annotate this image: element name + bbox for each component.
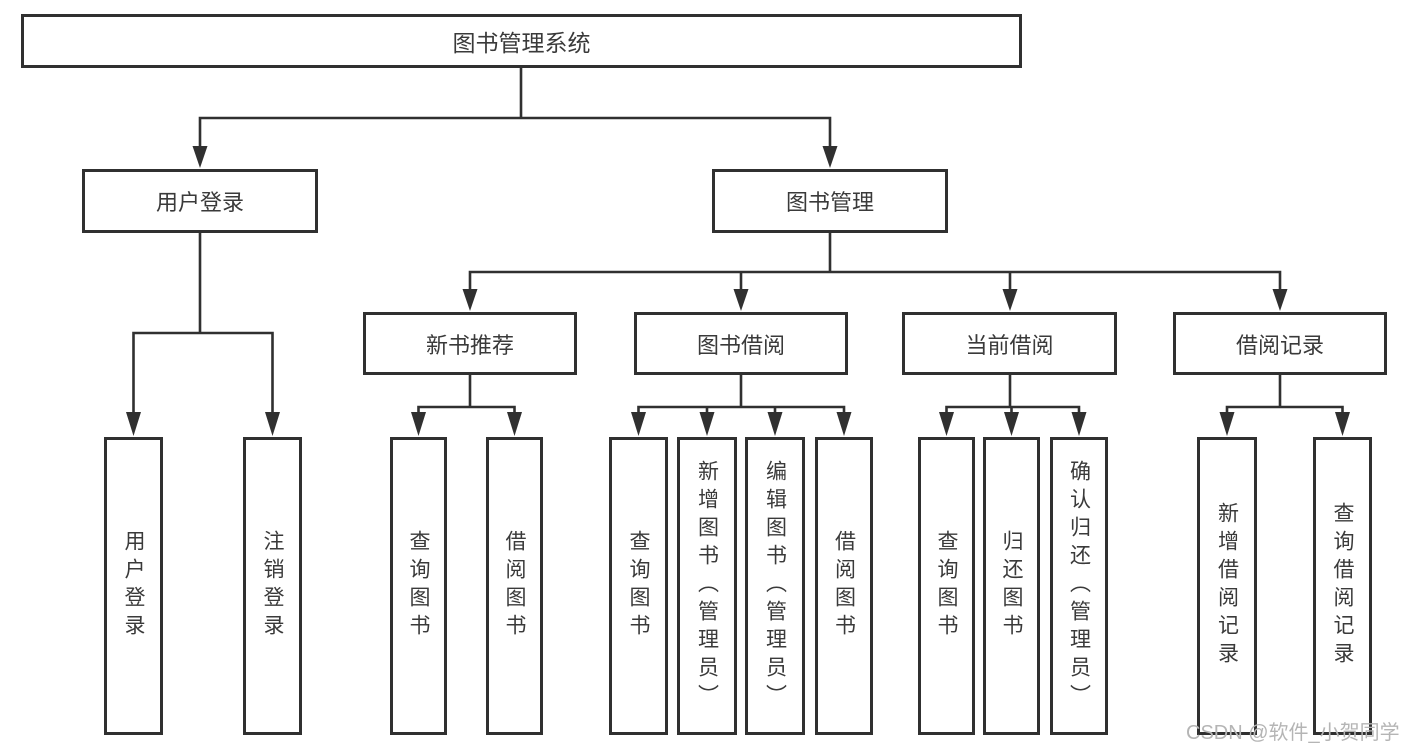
arrowhead	[767, 412, 783, 436]
connector-bookmgmt-to-level3	[468, 231, 1282, 295]
connector-newbookrec-to-leaves	[417, 373, 516, 418]
node-label: 编辑图书（管理员）	[763, 460, 787, 712]
arrowhead	[822, 146, 838, 168]
arrowhead	[411, 412, 426, 436]
node-label: 查询图书	[407, 530, 430, 642]
node-user-login: 用户登录	[82, 169, 318, 233]
node-label: 图书管理	[785, 190, 874, 215]
leaf-user-login: 用户登录	[104, 437, 163, 735]
leaf-query-books: 查询图书	[918, 437, 975, 735]
node-label: 用户登录	[155, 190, 244, 215]
node-label: 借阅图书	[503, 530, 526, 642]
leaf-query-books: 查询图书	[609, 437, 668, 735]
arrowhead	[1071, 412, 1087, 436]
arrowhead	[192, 146, 208, 168]
arrowhead	[507, 412, 522, 436]
arrowhead	[1219, 412, 1235, 436]
node-new-book-recommendation: 新书推荐	[363, 312, 577, 375]
connector-bookborrow-to-leaves	[637, 373, 846, 418]
leaf-add-borrow-record: 新增借阅记录	[1197, 437, 1257, 735]
node-label: 当前借阅	[965, 332, 1054, 358]
connector-currentborrow-to-leaves	[945, 373, 1081, 418]
arrowhead	[1335, 412, 1350, 436]
node-borrowing-records: 借阅记录	[1173, 312, 1387, 375]
leaf-edit-books-admin: 编辑图书（管理员）	[745, 437, 805, 735]
arrowhead	[1002, 289, 1018, 311]
arrowhead	[1004, 412, 1019, 436]
arrowhead	[733, 289, 749, 311]
node-label: 图书管理系统	[452, 30, 591, 56]
arrowhead	[631, 412, 646, 436]
arrowhead	[265, 412, 280, 436]
connector-root-to-level2	[198, 66, 832, 152]
connector-userlogin-to-leaves	[132, 231, 274, 418]
arrowhead	[462, 289, 478, 311]
leaf-confirm-return-admin: 确认归还（管理员）	[1050, 437, 1108, 735]
node-book-borrowing: 图书借阅	[634, 312, 848, 375]
node-label: 注销登录	[261, 530, 284, 642]
node-label: 新增借阅记录	[1215, 502, 1239, 670]
node-label: 新增图书（管理员）	[695, 460, 719, 712]
node-label: 图书借阅	[696, 332, 785, 358]
arrowhead	[939, 412, 954, 436]
leaf-add-books-admin: 新增图书（管理员）	[677, 437, 737, 735]
leaf-return-books: 归还图书	[983, 437, 1040, 735]
leaf-borrow-books: 借阅图书	[815, 437, 873, 735]
leaf-logout: 注销登录	[243, 437, 302, 735]
node-label: 查询借阅记录	[1331, 502, 1354, 670]
arrowhead	[1272, 289, 1288, 311]
node-label: 借阅图书	[832, 530, 856, 642]
node-label: 确认归还（管理员）	[1067, 460, 1091, 712]
node-label: 新书推荐	[425, 332, 514, 358]
node-current-borrowing: 当前借阅	[902, 312, 1117, 375]
arrowhead	[126, 412, 141, 436]
node-library-management-system: 图书管理系统	[21, 14, 1022, 68]
node-label: 借阅记录	[1235, 332, 1324, 358]
node-book-management: 图书管理	[712, 169, 948, 233]
arrowhead	[699, 412, 715, 436]
leaf-borrow-books: 借阅图书	[486, 437, 543, 735]
csdn-watermark: CSDN @软件_小贺同学	[1186, 722, 1400, 744]
node-label: 用户登录	[122, 530, 145, 642]
connector-borrowrecords-to-leaves	[1225, 373, 1344, 418]
node-label: 查询图书	[627, 530, 650, 642]
node-label: 归还图书	[1000, 530, 1023, 642]
leaf-query-books: 查询图书	[390, 437, 447, 735]
node-label: 查询图书	[935, 530, 958, 642]
arrowhead	[836, 412, 852, 436]
leaf-query-borrow-record: 查询借阅记录	[1313, 437, 1372, 735]
